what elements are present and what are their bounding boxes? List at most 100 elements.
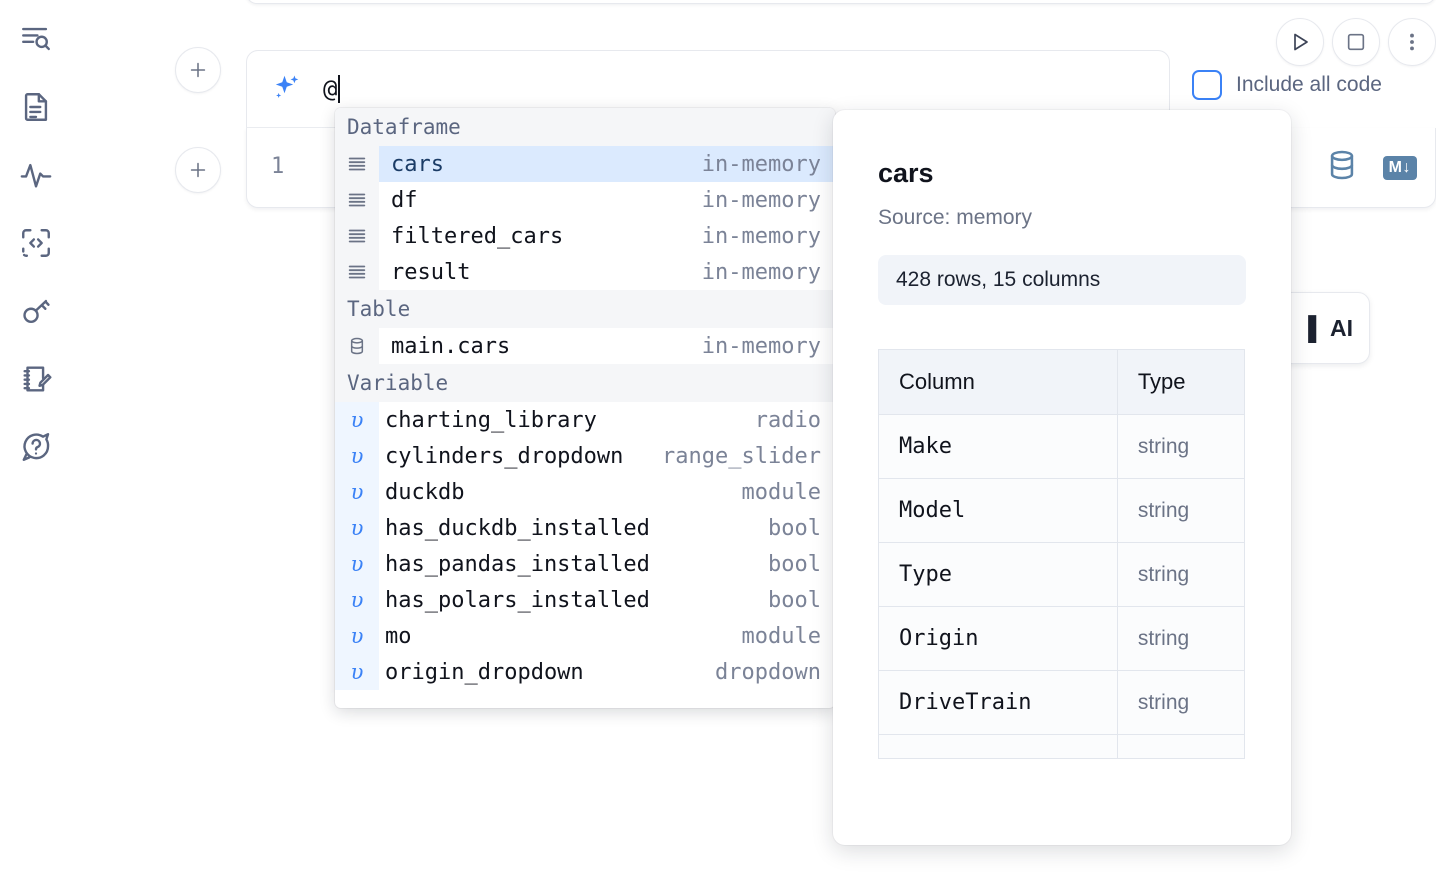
autocomplete-item-body: mo module: [379, 618, 835, 654]
autocomplete-item-name: has_polars_installed: [385, 587, 650, 613]
autocomplete-item-body: df in-memory: [379, 182, 835, 218]
add-cell-above-button[interactable]: [175, 47, 221, 93]
variable-icon: υ: [335, 546, 379, 582]
cell-above-partial: [246, 0, 1436, 4]
table-header-row: Column Type: [878, 349, 1246, 415]
autocomplete-item-type: bool: [768, 551, 821, 577]
run-button[interactable]: [1276, 18, 1324, 66]
stop-button[interactable]: [1332, 18, 1380, 66]
schema-column-name: Make: [878, 414, 1118, 479]
dataframe-preview-panel: cars Source: memory 428 rows, 15 columns…: [833, 110, 1291, 845]
variable-icon: υ: [335, 438, 379, 474]
autocomplete-item-type: in-memory: [701, 187, 821, 213]
column-header-column: Column: [878, 349, 1118, 415]
autocomplete-item-name: has_duckdb_installed: [385, 515, 650, 541]
schema-column-type: string: [1116, 414, 1246, 479]
scratchpad-edit-icon[interactable]: [13, 356, 59, 402]
left-icon-rail: [0, 0, 72, 874]
database-icon[interactable]: [1325, 148, 1359, 187]
file-document-icon[interactable]: [13, 84, 59, 130]
autocomplete-item-body: charting_library radio: [379, 402, 835, 438]
text-caret: [338, 75, 341, 103]
help-chat-icon[interactable]: [13, 424, 59, 470]
autocomplete-item-type: in-memory: [701, 151, 821, 177]
autocomplete-item-type: dropdown: [715, 659, 821, 685]
autocomplete-item[interactable]: df in-memory: [335, 182, 835, 218]
dataframe-icon: [335, 182, 379, 218]
run-toolbar: [1276, 18, 1436, 66]
code-line-number: 1: [271, 154, 285, 179]
variable-icon: υ: [335, 474, 379, 510]
dataframe-icon: [335, 146, 379, 182]
autocomplete-item-name: origin_dropdown: [385, 659, 584, 685]
more-actions-button[interactable]: [1388, 18, 1436, 66]
autocomplete-item-body: has_polars_installed bool: [379, 582, 835, 618]
autocomplete-item-type: module: [741, 479, 821, 505]
dataframe-icon: [335, 254, 379, 290]
autocomplete-item-name: charting_library: [385, 407, 597, 433]
markdown-icon[interactable]: M↓: [1382, 155, 1417, 180]
variable-icon: υ: [335, 402, 379, 438]
code-snippet-icon[interactable]: [13, 220, 59, 266]
activity-pulse-icon[interactable]: [13, 152, 59, 198]
autocomplete-item-type: module: [741, 623, 821, 649]
autocomplete-item-name: df: [391, 187, 418, 213]
schema-column-type: string: [1116, 542, 1246, 607]
variable-icon: υ: [335, 654, 379, 690]
schema-column-type: string: [1116, 670, 1246, 735]
include-all-code-checkbox[interactable]: [1192, 70, 1222, 100]
schema-column-type: string: [1116, 606, 1246, 671]
table-row-clipped: [878, 734, 1246, 759]
autocomplete-group-header-dataframe: Dataframe: [335, 108, 835, 146]
dataframe-icon: [335, 218, 379, 254]
key-secrets-icon[interactable]: [13, 288, 59, 334]
ai-prompt-value: @: [323, 75, 338, 103]
variable-icon: υ: [335, 510, 379, 546]
autocomplete-group-header-variable: Variable: [335, 364, 835, 402]
include-all-code-row[interactable]: Include all code: [1192, 70, 1382, 100]
autocomplete-item-name: mo: [385, 623, 412, 649]
add-cell-below-button[interactable]: [175, 147, 221, 193]
autocomplete-item-body: origin_dropdown dropdown: [379, 654, 835, 690]
schema-column-name: [878, 734, 1118, 759]
preview-title: cars: [878, 158, 934, 188]
ai-hint-card-label: ▌ AI: [1308, 314, 1353, 341]
outline-search-icon[interactable]: [13, 16, 59, 62]
table-db-icon: [335, 328, 379, 364]
autocomplete-item-type: in-memory: [701, 333, 821, 359]
autocomplete-item-type: in-memory: [701, 259, 821, 285]
autocomplete-item-type: radio: [754, 407, 821, 433]
code-cell-tools: M↓: [1325, 148, 1417, 187]
column-header-type: Type: [1116, 349, 1246, 415]
ai-prompt-input[interactable]: @: [307, 51, 1169, 127]
autocomplete-item-type: bool: [768, 587, 821, 613]
schema-column-name: Model: [878, 478, 1118, 543]
preview-stats-badge: 428 rows, 15 columns: [878, 255, 1246, 305]
